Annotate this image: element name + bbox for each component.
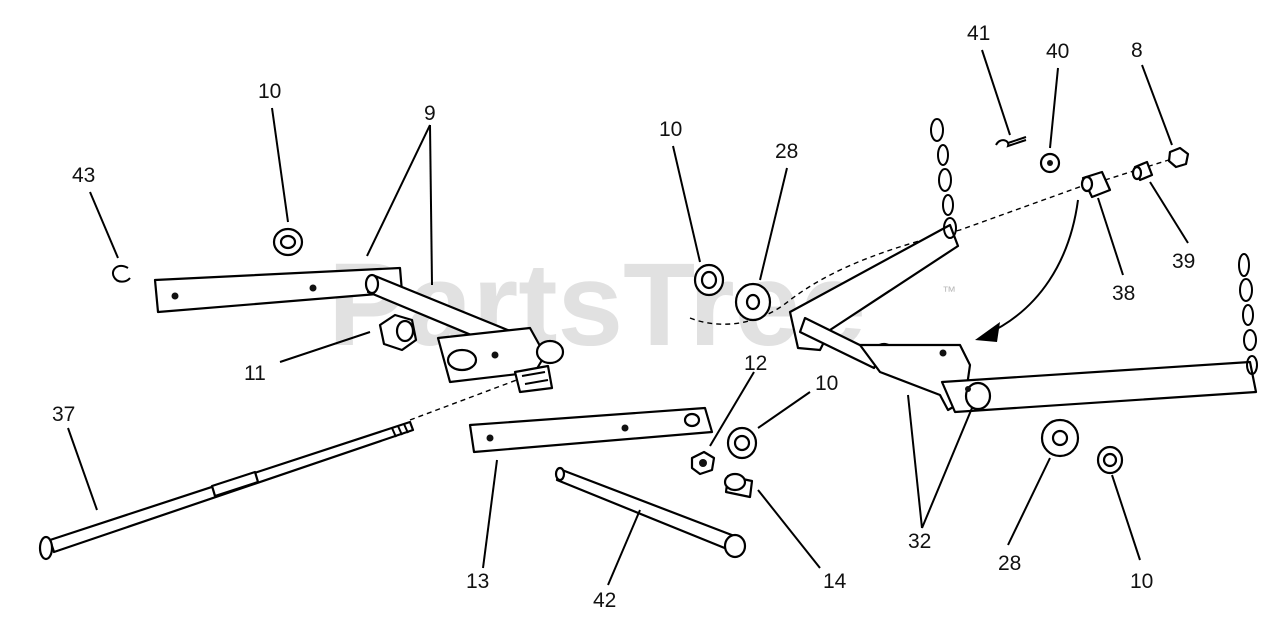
callout-10-lower-middle: 10 [815, 372, 838, 395]
spacer-39 [1131, 160, 1154, 182]
callout-10-middle: 10 [659, 118, 682, 141]
callout-41: 41 [967, 22, 990, 45]
washer-10-b [693, 263, 725, 297]
callout-11: 11 [244, 362, 266, 385]
callout-12: 12 [744, 352, 767, 375]
callout-10-upper-left: 10 [258, 80, 281, 103]
watermark-trademark: ™ [942, 283, 956, 299]
callout-28-middle: 28 [775, 140, 798, 163]
callout-42: 42 [593, 589, 616, 612]
clip-43 [112, 264, 131, 283]
rock-shaft-32 [788, 118, 1258, 414]
cotter-pin-41 [995, 136, 1027, 148]
washer-28-b [1040, 418, 1080, 458]
leader-lines [67, 49, 1189, 586]
nut-12 [690, 450, 716, 476]
callout-8: 8 [1131, 39, 1143, 62]
callout-38: 38 [1112, 282, 1135, 305]
callout-39: 39 [1172, 250, 1195, 273]
callout-labels: 10 9 43 11 37 10 28 12 10 13 42 14 41 40… [52, 22, 1195, 612]
direction-arrow [975, 199, 1079, 342]
pin-42 [554, 466, 747, 559]
lift-arm-assembly [153, 266, 565, 394]
rod-37 [38, 420, 415, 561]
callout-14: 14 [823, 570, 847, 593]
callout-32: 32 [908, 530, 931, 553]
callout-10-right: 10 [1130, 570, 1153, 593]
washer-28-a [734, 282, 772, 322]
washer-10-d [1096, 445, 1124, 475]
bolt-14 [723, 472, 754, 499]
chain-left [930, 118, 957, 239]
nut-8 [1167, 146, 1190, 169]
callout-40: 40 [1046, 40, 1069, 63]
swivel-38 [1080, 170, 1112, 199]
washer-10-c [726, 426, 758, 460]
link-bar-13 [468, 406, 714, 454]
callout-28-right: 28 [998, 552, 1021, 575]
callout-13: 13 [466, 570, 489, 593]
nut-11 [378, 313, 418, 352]
washer-10-a [272, 227, 304, 257]
callout-37: 37 [52, 403, 75, 426]
washer-40 [1039, 152, 1061, 174]
callout-43: 43 [72, 164, 95, 187]
callout-9: 9 [424, 102, 436, 125]
chain-right [1238, 253, 1258, 375]
